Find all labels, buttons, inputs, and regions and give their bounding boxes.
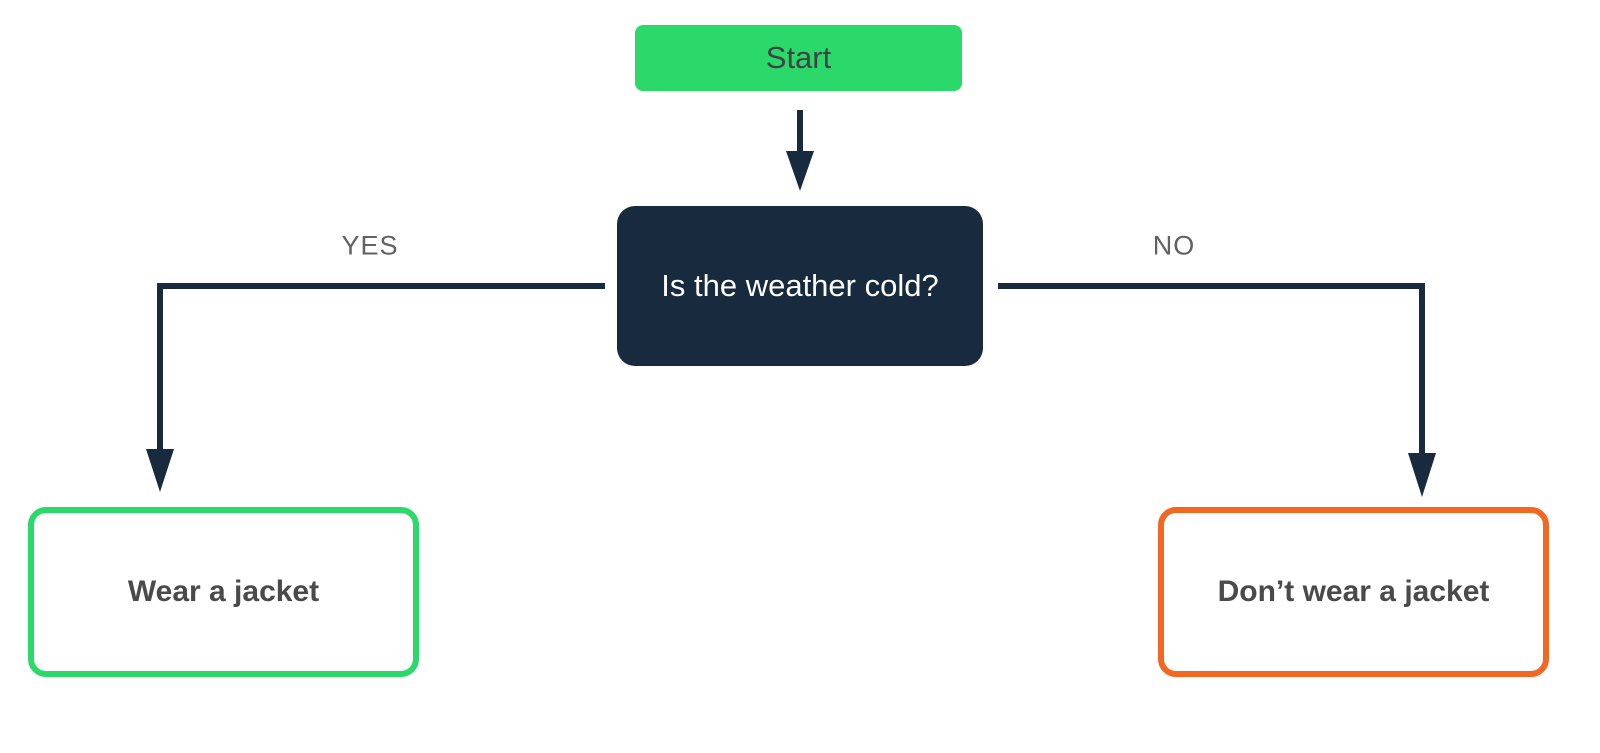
yes-result-node: Wear a jacket (28, 507, 419, 677)
no-edge-label: NO (1152, 230, 1196, 261)
no-result-node: Don’t wear a jacket (1158, 507, 1549, 677)
start-node: Start (635, 25, 962, 91)
arrowhead-down-icon (1408, 453, 1436, 497)
arrowhead-down-icon (146, 449, 174, 492)
arrow-elbow (998, 283, 1425, 456)
decision-node: Is the weather cold? (617, 206, 983, 366)
arrow-elbow (157, 283, 605, 452)
yes-edge-label: YES (341, 230, 399, 261)
yes-branch-arrow (146, 283, 605, 492)
start-to-decision-arrow (786, 110, 814, 191)
arrowhead-down-icon (786, 151, 814, 191)
no-branch-arrow (998, 283, 1436, 497)
